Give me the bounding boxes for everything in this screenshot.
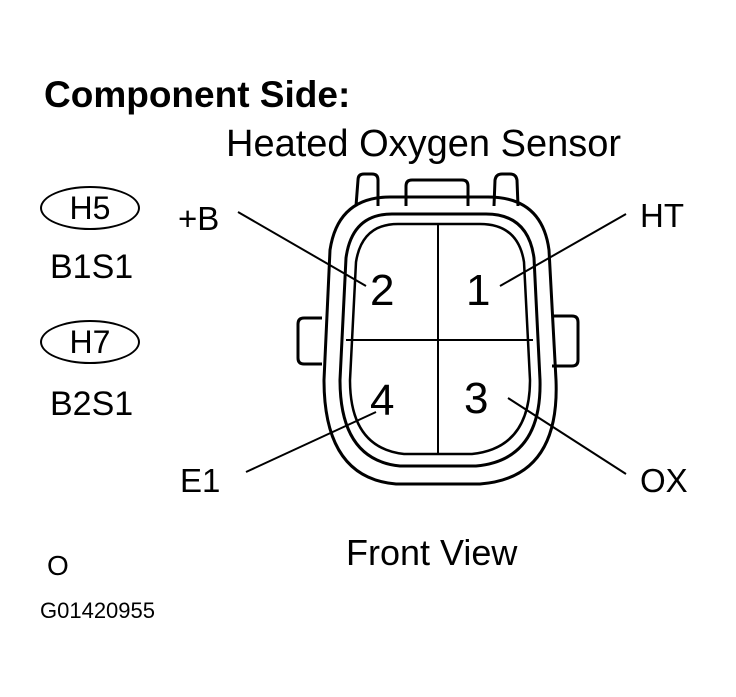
- pin-number-2: 2: [370, 266, 394, 315]
- connector-right-key: [552, 314, 580, 368]
- connector-left-tab: [354, 172, 380, 207]
- connector-top-latch: [404, 178, 470, 206]
- leader-line-ht: [499, 213, 627, 287]
- view-label: Front View: [346, 532, 518, 573]
- connector-badge-h5: H5: [40, 186, 140, 230]
- connector-right-tab: [492, 172, 520, 207]
- diagram-title: Component Side:: [44, 74, 351, 115]
- connector-position-b2s1: B2S1: [50, 385, 134, 423]
- connector-left-key: [296, 316, 322, 366]
- pin-number-3: 3: [464, 374, 488, 423]
- connector-inner-rim: [338, 212, 542, 468]
- figure-code: G01420955: [40, 598, 155, 623]
- pin-label-plus-b: +B: [178, 200, 220, 237]
- connector-badge-h7: H7: [40, 320, 140, 364]
- pin-number-4: 4: [370, 376, 394, 425]
- pin-number-1: 1: [466, 266, 490, 315]
- leader-line-plus-b: [237, 211, 367, 287]
- connector-pin-cavity: [348, 222, 532, 456]
- leader-line-ox: [507, 397, 627, 475]
- connector-position-b1s1: B1S1: [50, 248, 134, 286]
- sensor-name: Heated Oxygen Sensor: [226, 123, 622, 165]
- leader-line-e1: [245, 411, 377, 473]
- footer-mark: O: [47, 550, 69, 581]
- pin-label-ht: HT: [640, 197, 684, 234]
- pin-label-ox: OX: [640, 462, 688, 499]
- connector-outer-housing: [322, 195, 558, 486]
- pin-label-e1: E1: [180, 462, 221, 499]
